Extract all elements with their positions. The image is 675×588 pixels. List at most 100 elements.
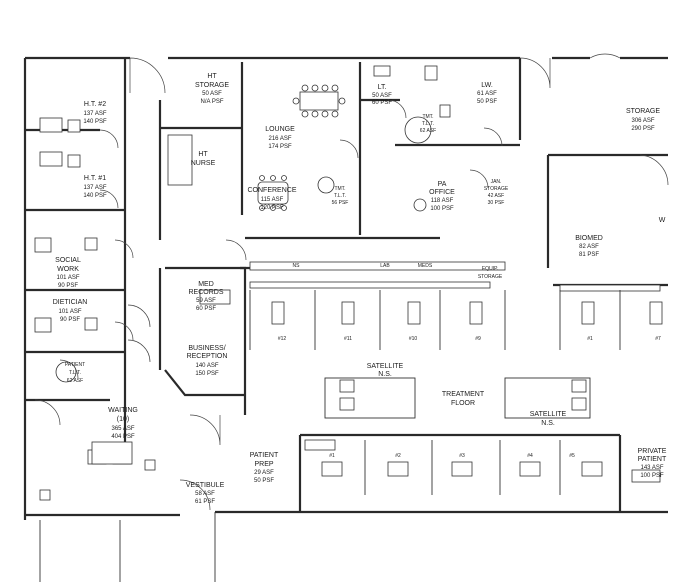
svg-text:LAB: LAB — [380, 263, 390, 269]
svg-text:BUSINESS/: BUSINESS/ — [188, 345, 225, 352]
svg-text:216 ASF: 216 ASF — [268, 136, 291, 142]
svg-text:174 PSF: 174 PSF — [268, 144, 292, 150]
svg-text:#9: #9 — [475, 336, 481, 342]
svg-text:DIETICIAN: DIETICIAN — [53, 299, 88, 306]
svg-text:H.T. #1: H.T. #1 — [84, 175, 106, 182]
svg-text:#1: #1 — [587, 336, 593, 342]
svg-text:140 ASF: 140 ASF — [195, 363, 218, 369]
room-conference: CONFERENCE 115 ASF 120 PSF — [247, 187, 296, 211]
svg-text:42 ASF: 42 ASF — [488, 193, 504, 199]
svg-text:PATIENT: PATIENT — [65, 362, 85, 368]
svg-text:T.L.T.: T.L.T. — [422, 121, 434, 127]
svg-text:404 PSF: 404 PSF — [111, 434, 135, 440]
edge-label-w: W — [659, 217, 666, 224]
svg-text:H.T. #2: H.T. #2 — [84, 101, 106, 108]
svg-text:101 ASF: 101 ASF — [58, 309, 81, 315]
svg-text:50 ASF: 50 ASF — [202, 91, 222, 97]
svg-text:STORAGE: STORAGE — [478, 274, 503, 280]
svg-text:100 PSF: 100 PSF — [430, 206, 454, 212]
svg-text:60 PSF: 60 PSF — [196, 306, 216, 312]
svg-text:STORAGE: STORAGE — [626, 108, 660, 115]
svg-text:118 ASF: 118 ASF — [431, 198, 454, 204]
svg-text:PATIENT: PATIENT — [250, 452, 279, 459]
room-business-reception: BUSINESS/ RECEPTION 140 ASF 150 PSF — [187, 345, 228, 377]
svg-text:140 PSF: 140 PSF — [83, 193, 107, 199]
room-biomed: BIOMED 82 ASF 81 PSF — [575, 235, 603, 258]
svg-text:50 PSF: 50 PSF — [254, 478, 274, 484]
svg-text:56 PSF: 56 PSF — [332, 200, 349, 206]
svg-text:PREP: PREP — [254, 461, 273, 468]
svg-text:150 PSF: 150 PSF — [195, 371, 219, 377]
svg-text:LT.: LT. — [378, 84, 387, 91]
svg-text:MEDS: MEDS — [418, 263, 433, 269]
svg-text:LW.: LW. — [481, 82, 493, 89]
walls — [23, 56, 668, 520]
room-storage: STORAGE 306 ASF 290 PSF — [626, 108, 660, 132]
treatment-floor-label: TREATMENT FLOOR — [442, 391, 485, 407]
svg-text:50 ASF: 50 ASF — [372, 93, 392, 99]
svg-text:STORAGE: STORAGE — [484, 186, 509, 192]
counter-labels: NS LAB MEDS EQUIP. STORAGE — [293, 263, 503, 280]
svg-text:29 ASF: 29 ASF — [254, 470, 274, 476]
svg-text:T.L.T.: T.L.T. — [334, 193, 346, 199]
svg-text:58 ASF: 58 ASF — [195, 491, 215, 497]
svg-text:JAN.: JAN. — [491, 179, 502, 185]
svg-text:90 PSF: 90 PSF — [60, 317, 80, 323]
room-lt: LT. 50 ASF 60 PSF — [372, 84, 392, 106]
svg-text:62 ASF: 62 ASF — [420, 128, 436, 134]
svg-text:PATIENT: PATIENT — [638, 456, 667, 463]
svg-text:#10: #10 — [409, 336, 418, 342]
svg-text:SATELLITE: SATELLITE — [367, 363, 404, 370]
svg-text:N.S.: N.S. — [541, 420, 555, 427]
svg-text:SATELLITE: SATELLITE — [530, 411, 567, 418]
svg-text:100 PSF: 100 PSF — [640, 473, 664, 479]
room-patient-prep: PATIENT PREP 29 ASF 50 PSF — [250, 452, 279, 484]
svg-text:365 ASF: 365 ASF — [111, 426, 134, 432]
svg-text:BIOMED: BIOMED — [575, 235, 603, 242]
svg-text:TREATMENT: TREATMENT — [442, 391, 485, 398]
room-patient-tlt: PATIENT T.L.T. 62 ASF — [65, 362, 85, 384]
room-private-patient: PRIVATE PATIENT 143 ASF 100 PSF — [638, 448, 667, 479]
svg-text:TMT.: TMT. — [334, 186, 345, 192]
room-lw: LW. 61 ASF 50 PSF — [477, 82, 497, 105]
doors — [34, 53, 669, 511]
svg-text:#1: #1 — [329, 453, 335, 459]
svg-text:N.S.: N.S. — [378, 371, 392, 378]
svg-text:137 ASF: 137 ASF — [83, 185, 106, 191]
svg-text:MED: MED — [198, 281, 214, 288]
svg-text:RECEPTION: RECEPTION — [187, 353, 228, 360]
svg-text:120 PSF: 120 PSF — [260, 205, 284, 211]
svg-text:90 PSF: 90 PSF — [58, 283, 78, 289]
svg-text:59 ASF: 59 ASF — [196, 298, 216, 304]
svg-text:EQUIP.: EQUIP. — [482, 266, 498, 272]
svg-text:HT: HT — [207, 73, 217, 80]
svg-text:306 ASF: 306 ASF — [631, 118, 654, 124]
fixtures — [34, 65, 663, 582]
room-ht2: H.T. #2 137 ASF 140 PSF — [83, 101, 107, 125]
svg-text:LOUNGE: LOUNGE — [265, 126, 295, 133]
svg-text:30 PSF: 30 PSF — [488, 200, 505, 206]
svg-text:115 ASF: 115 ASF — [261, 197, 284, 203]
svg-text:SOCIAL: SOCIAL — [55, 257, 81, 264]
svg-text:STORAGE: STORAGE — [195, 82, 229, 89]
svg-text:HT: HT — [198, 151, 208, 158]
room-waiting: WAITING (10) 365 ASF 404 PSF — [108, 407, 138, 440]
svg-text:FLOOR: FLOOR — [451, 400, 475, 407]
svg-text:(10): (10) — [117, 416, 129, 423]
svg-text:CONFERENCE: CONFERENCE — [247, 187, 296, 194]
svg-text:#12: #12 — [278, 336, 287, 342]
svg-text:RECORDS: RECORDS — [188, 289, 223, 296]
room-med-records: MED RECORDS 59 ASF 60 PSF — [188, 281, 223, 312]
svg-text:OFFICE: OFFICE — [429, 189, 455, 196]
svg-text:82 ASF: 82 ASF — [579, 244, 599, 250]
svg-text:NURSE: NURSE — [191, 160, 216, 167]
svg-text:137 ASF: 137 ASF — [83, 111, 106, 117]
svg-text:#5: #5 — [569, 453, 575, 459]
satellite-ns-2: SATELLITE N.S. — [530, 411, 567, 427]
svg-text:81 PSF: 81 PSF — [579, 252, 599, 258]
svg-text:VESTIBULE: VESTIBULE — [186, 482, 225, 489]
svg-text:PRIVATE: PRIVATE — [638, 448, 667, 455]
svg-text:T.L.T.: T.L.T. — [69, 370, 81, 376]
room-pa-office: PA OFFICE 118 ASF 100 PSF — [429, 181, 455, 212]
